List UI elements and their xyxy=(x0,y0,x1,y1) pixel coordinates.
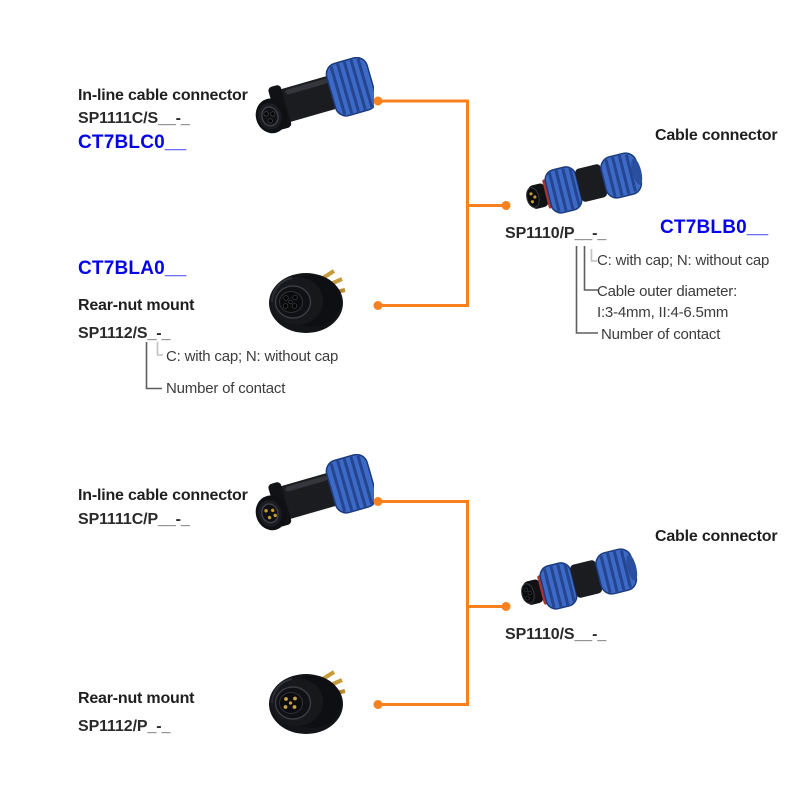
cable-connector-photo-top xyxy=(526,152,643,214)
cable-callout-diameter-label: Cable outer diameter: xyxy=(597,283,738,300)
inline-cable-connector-photo-top xyxy=(255,57,374,134)
cable-callout-contact: Number of contact xyxy=(601,326,721,343)
callout-line-rear-contact xyxy=(145,342,162,390)
rear-callout-contact: Number of contact xyxy=(166,380,286,397)
rear-mount-part-top: SP1112/S_-_ xyxy=(78,325,171,342)
inline-connector-title-bottom: In-line cable connector xyxy=(78,487,248,504)
cable-callout-cap: C: with cap; N: without cap xyxy=(597,252,770,269)
orange-dot-top-inline xyxy=(373,96,383,106)
inline-connector-code-top: CT7BLC0__ xyxy=(78,132,187,153)
orange-dot-bottom-inline xyxy=(373,497,383,506)
orange-dot-bottom-rear xyxy=(373,700,383,709)
orange-dot-top-cable xyxy=(501,201,511,210)
cable-connector-part-bottom: SP1110/S__-_ xyxy=(505,626,607,643)
callout-line-cable-contact xyxy=(575,246,598,334)
callout-line-rear-cap xyxy=(156,342,163,356)
cable-callout-diameter-values: I:3-4mm, II:4-6.5mm xyxy=(597,304,729,321)
orange-dot-bottom-cable xyxy=(501,602,511,611)
cable-connector-title-top: Cable connector xyxy=(655,127,778,144)
rear-nut-mount-photo-bottom xyxy=(269,670,346,734)
inline-connector-part-top: SP1111C/S__-_ xyxy=(78,110,190,127)
orange-dot-top-rear xyxy=(373,301,383,310)
cable-connector-title-bottom: Cable connector xyxy=(655,528,778,545)
rear-mount-code-top: CT7BLA0__ xyxy=(78,258,187,279)
rear-mount-title-bottom: Rear-nut mount xyxy=(78,690,195,707)
inline-cable-connector-photo-bottom xyxy=(255,454,374,531)
cable-connector-part-top: SP1110/P__-_ xyxy=(505,225,607,242)
rear-mount-title-top: Rear-nut mount xyxy=(78,297,195,314)
rear-mount-part-bottom: SP1112/P_-_ xyxy=(78,718,171,735)
inline-connector-title-top: In-line cable connector xyxy=(78,87,248,104)
orange-bracket-top xyxy=(378,99,469,307)
rear-callout-cap: C: with cap; N: without cap xyxy=(166,348,339,365)
cable-connector-photo-bottom xyxy=(521,548,638,610)
cable-connector-code-top: CT7BLB0__ xyxy=(660,217,769,238)
rear-nut-mount-photo-top xyxy=(269,269,346,333)
callout-line-cable-diameter xyxy=(583,246,598,291)
orange-bracket-bottom xyxy=(378,500,469,706)
inline-connector-part-bottom: SP1111C/P__-_ xyxy=(78,511,190,528)
